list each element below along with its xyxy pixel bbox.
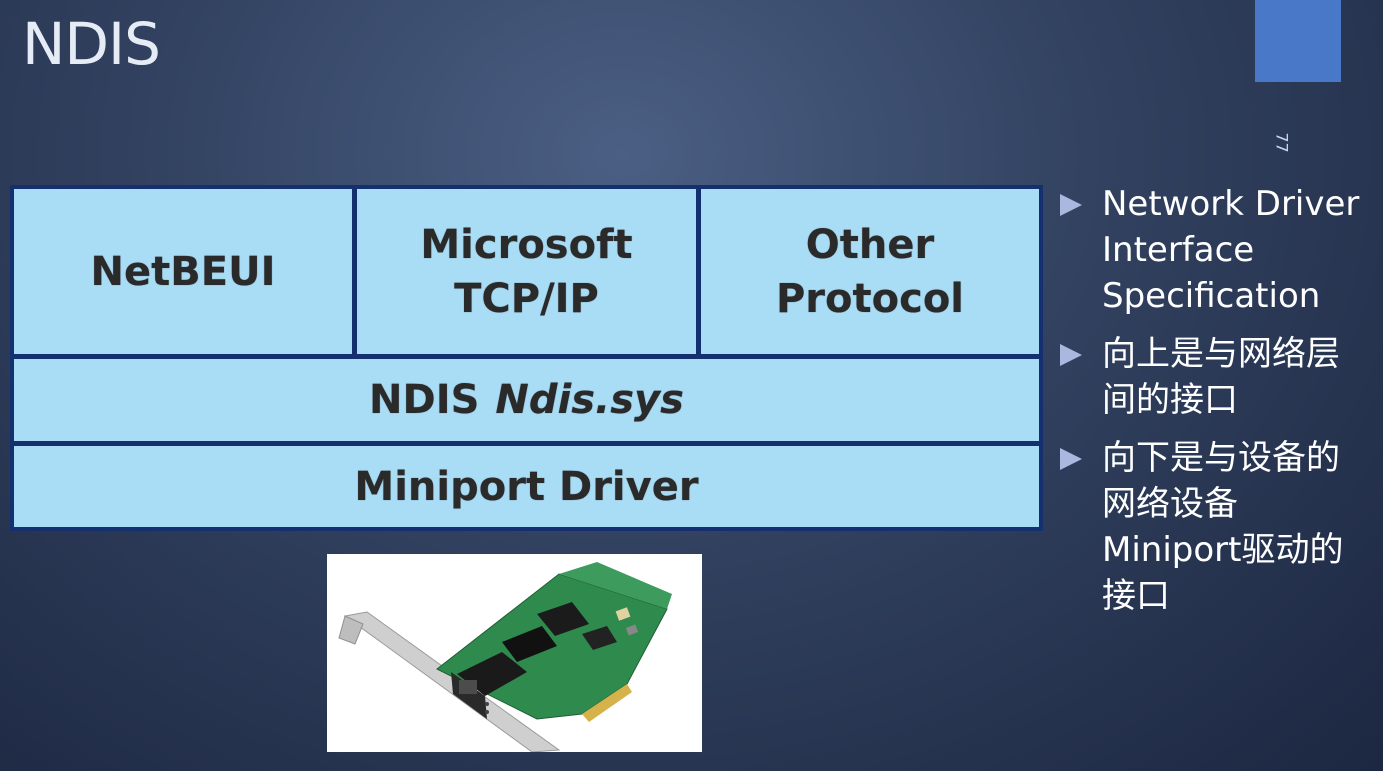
slide-title: NDIS	[22, 10, 161, 78]
ndis-label: NDIS	[369, 377, 480, 423]
bullet-item: Network Driver Interface Specification	[1060, 181, 1380, 319]
bullet-item: 向下是与设备的 网络设备 Miniport驱动的 接口	[1060, 435, 1380, 619]
bullet-text: 向上是与网络层 间的接口	[1102, 334, 1340, 420]
protocol-other: Other Protocol	[701, 189, 1039, 354]
bullet-triangle-icon	[1060, 448, 1082, 470]
ndis-layer-diagram: NetBEUI Microsoft TCP/IP Other Protocol …	[10, 185, 1043, 531]
protocol-tcpip-line2: TCP/IP	[454, 275, 599, 322]
bullet-triangle-icon	[1060, 344, 1082, 366]
accent-block	[1255, 0, 1341, 82]
bullet-list: Network Driver Interface Specification 向…	[1060, 181, 1380, 631]
bullet-item: 向上是与网络层 间的接口	[1060, 331, 1380, 423]
bullet-triangle-icon	[1060, 194, 1082, 216]
ndis-layer: NDIS Ndis.sys	[14, 359, 1039, 441]
protocol-netbeui: NetBEUI	[14, 189, 352, 354]
protocol-tcpip-line1: Microsoft	[420, 221, 633, 268]
protocol-tcpip: Microsoft TCP/IP	[357, 189, 696, 354]
miniport-label: Miniport Driver	[354, 463, 699, 510]
bullet-text: 向下是与设备的 网络设备 Miniport驱动的 接口	[1102, 438, 1344, 616]
ndis-file: Ndis.sys	[495, 377, 684, 423]
protocol-other-line2: Protocol	[775, 275, 965, 322]
protocol-netbeui-label: NetBEUI	[90, 248, 276, 295]
miniport-layer: Miniport Driver	[14, 446, 1039, 527]
network-card-image	[327, 554, 702, 752]
page-number: 77	[1272, 132, 1292, 153]
protocol-other-line1: Other	[805, 221, 935, 268]
bullet-text: Network Driver Interface Specification	[1102, 184, 1360, 316]
